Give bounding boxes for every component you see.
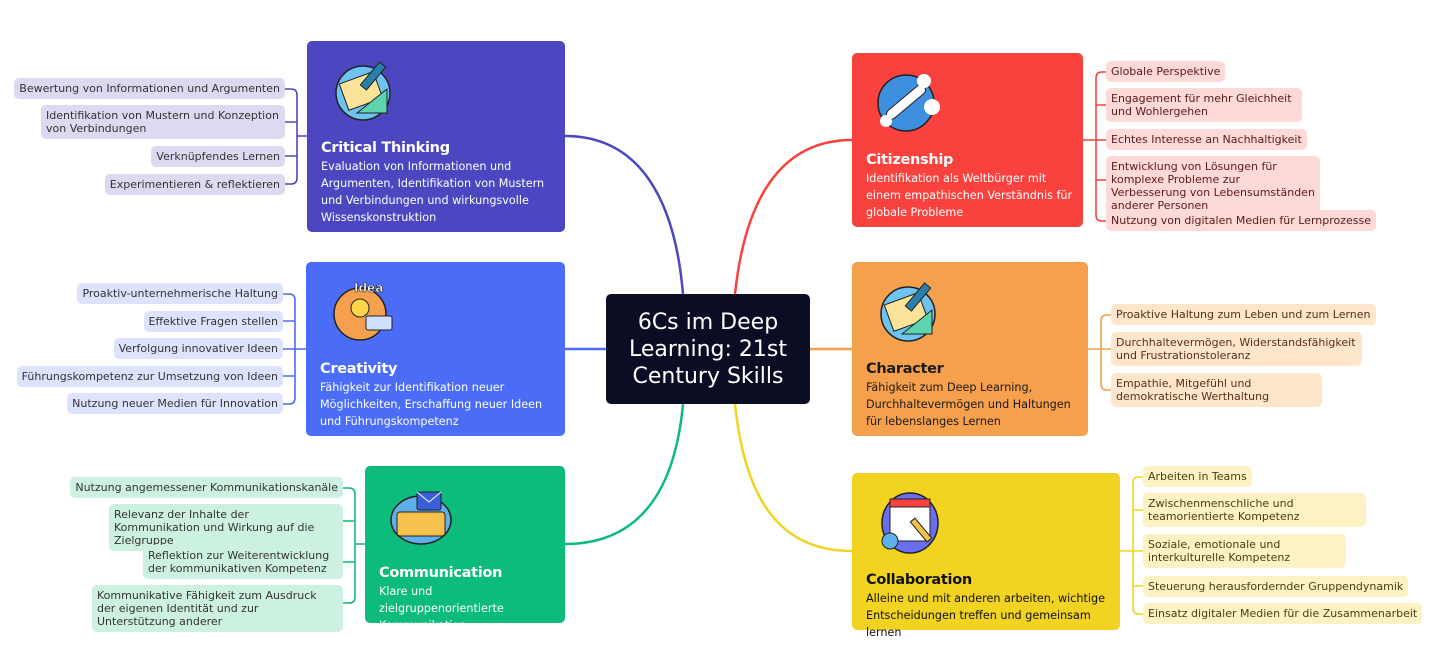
list-item[interactable]: Durchhaltevermögen, Widerstandsfähigkeit… — [1111, 332, 1362, 366]
list-item[interactable]: Reflektion zur Weiterentwicklung der kom… — [143, 545, 343, 579]
list-item[interactable]: Führungskompetenz zur Umsetzung von Idee… — [16, 366, 283, 387]
list-item[interactable]: Experimentieren & reflektieren — [104, 174, 285, 195]
list-item[interactable]: Globale Perspektive — [1106, 61, 1226, 82]
card-creativity[interactable]: Idea Creativity Fähigkeit zur Identifika… — [306, 262, 565, 436]
card-title: Citizenship — [866, 152, 954, 168]
list-item[interactable]: Entwicklung von Lösungen für komplexe Pr… — [1106, 156, 1320, 216]
list-item[interactable]: Bewertung von Informationen und Argument… — [14, 78, 285, 99]
list-item[interactable]: Nutzung angemessener Kommunikationskanäl… — [70, 477, 343, 498]
notebook-ruler-icon — [880, 282, 936, 342]
list-item[interactable]: Proaktive Haltung zum Leben und zum Lern… — [1111, 304, 1376, 325]
list-item[interactable]: Soziale, emotionale und interkulturelle … — [1143, 534, 1346, 568]
list-item[interactable]: Nutzung von digitalen Medien für Lernpro… — [1106, 210, 1377, 231]
card-critical-thinking[interactable]: Critical Thinking Evaluation von Informa… — [307, 41, 565, 232]
list-item[interactable]: Identifikation von Mustern und Konzeptio… — [41, 105, 285, 139]
card-title: Communication — [379, 565, 503, 581]
list-item[interactable]: Kommunikative Fähigkeit zum Ausdruck der… — [92, 585, 343, 632]
card-character[interactable]: Character Fähigkeit zum Deep Learning, D… — [852, 262, 1088, 436]
central-topic-title: 6Cs im Deep Learning: 21st Century Skill… — [629, 309, 787, 389]
list-item[interactable]: Einsatz digitaler Medien für die Zusamme… — [1143, 603, 1423, 624]
card-title: Creativity — [320, 361, 398, 377]
list-item[interactable]: Engagement für mehr Gleichheit und Wohle… — [1106, 88, 1302, 122]
mail-folder-icon — [390, 491, 452, 545]
card-description: Identifikation als Weltbürger mit einem … — [866, 172, 1073, 219]
list-item[interactable]: Effektive Fragen stellen — [143, 311, 283, 332]
list-item[interactable]: Relevanz der Inhalte der Kommunikation u… — [109, 504, 343, 551]
svg-text:Idea: Idea — [354, 281, 383, 295]
list-item[interactable]: Proaktiv-unternehmerische Haltung — [77, 283, 283, 304]
notebook-ruler-icon — [335, 61, 391, 121]
card-description: Fähigkeit zur Identifikation neuer Mögli… — [320, 381, 543, 428]
central-topic[interactable]: 6Cs im Deep Learning: 21st Century Skill… — [606, 294, 810, 404]
list-item[interactable]: Empathie, Mitgefühl und demokratische We… — [1111, 373, 1322, 407]
card-citizenship[interactable]: Citizenship Identifikation als Weltbürge… — [852, 53, 1083, 227]
list-item[interactable]: Arbeiten in Teams — [1143, 466, 1252, 487]
list-item[interactable]: Steuerung herausfordernder Gruppendynami… — [1143, 576, 1409, 597]
list-item[interactable]: Verfolgung innovativer Ideen — [113, 338, 283, 359]
list-item[interactable]: Verknüpfendes Lernen — [151, 146, 285, 167]
card-communication[interactable]: Communication Klare und zielgruppenorien… — [365, 466, 565, 632]
list-item[interactable]: Zwischenmenschliche und teamorientierte … — [1143, 493, 1366, 527]
card-title: Critical Thinking — [321, 140, 450, 156]
card-description: Alleine und mit anderen arbeiten, wichti… — [866, 592, 1105, 639]
card-title: Character — [866, 361, 944, 377]
card-collaboration[interactable]: Collaboration Alleine und mit anderen ar… — [852, 473, 1120, 639]
idea-lightbulb-icon: Idea — [333, 281, 393, 341]
airplane-globe-icon — [877, 74, 940, 132]
card-description: Evaluation von Informationen und Argumen… — [321, 160, 545, 224]
list-item[interactable]: Echtes Interesse an Nachhaltigkeit — [1106, 129, 1307, 150]
card-title: Collaboration — [866, 572, 972, 588]
card-description: Klare und zielgruppenorientierte Kommuni… — [379, 585, 504, 632]
calendar-checklist-icon — [881, 492, 939, 554]
list-item[interactable]: Nutzung neuer Medien für Innovation — [67, 393, 283, 414]
card-description: Fähigkeit zum Deep Learning, Durchhaltev… — [866, 381, 1071, 428]
